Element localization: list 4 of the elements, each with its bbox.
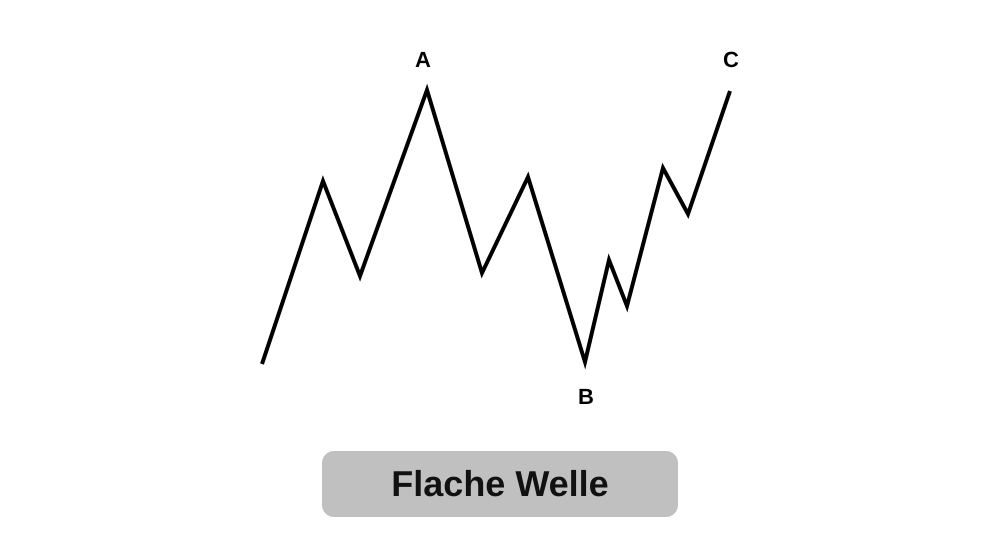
title-badge: Flache Welle <box>322 451 678 517</box>
wave-point-label: B <box>578 386 594 408</box>
wave-point-label: A <box>415 49 431 71</box>
wave-point-label: C <box>723 49 739 71</box>
